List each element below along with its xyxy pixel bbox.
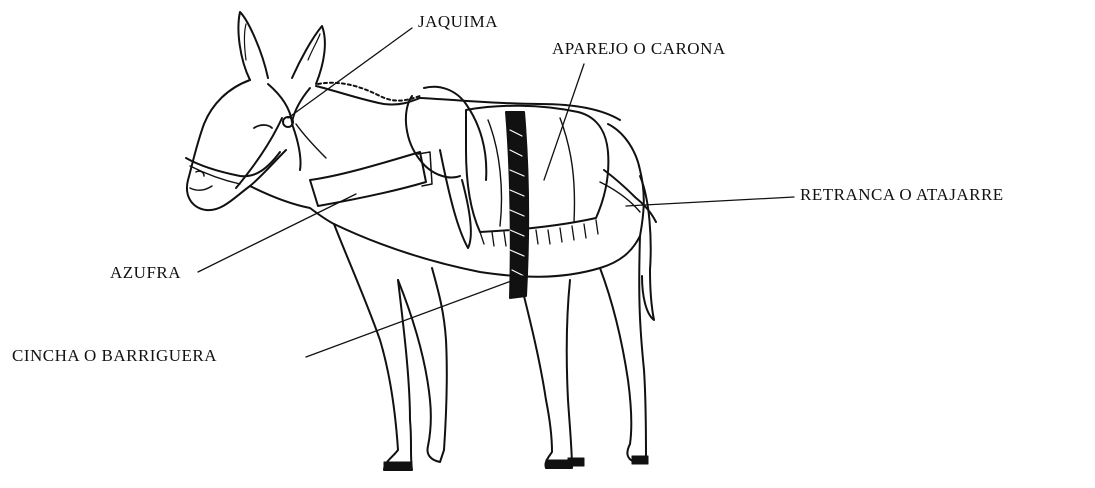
retranca-strap: [603, 169, 657, 223]
leader-cincha: [305, 279, 515, 358]
saddle-top: [423, 85, 488, 181]
azufra-pad: [309, 151, 427, 207]
tail: [639, 175, 655, 321]
right-ear-inner: [307, 33, 321, 61]
eye: [253, 124, 273, 129]
hind-leg-right: [599, 235, 647, 463]
right-ear: [291, 25, 326, 85]
rein-hanging: [439, 149, 472, 249]
halter-nose-band-2: [189, 165, 241, 185]
label-retranca: RETRANCA O ATAJARRE: [800, 185, 1004, 204]
leader-retranca: [625, 196, 795, 207]
front-leg-left: [333, 223, 413, 471]
neck-bottom: [249, 185, 335, 225]
azufra-buckle: [417, 151, 433, 187]
leader-jaquima: [287, 27, 413, 119]
saddle-front-roll: [404, 95, 461, 179]
hoof-1: [383, 461, 413, 471]
head-outline: [186, 79, 287, 212]
cincha-texture: [509, 129, 525, 277]
saddle-fold-1: [487, 119, 503, 227]
front-leg-right: [397, 267, 448, 463]
halter-crown-2: [291, 87, 311, 123]
saddle-pad-main: [465, 104, 610, 233]
label-azufra: AZUFRA: [110, 263, 182, 282]
rump: [607, 123, 645, 237]
hoof-2: [545, 459, 573, 469]
neck-top: [315, 85, 421, 106]
halter-nose-band: [185, 151, 281, 178]
label-cincha: CINCHA O BARRIGUERA: [12, 346, 218, 365]
halter-lead-2: [295, 123, 327, 159]
halter-cheek: [235, 117, 283, 189]
retranca-strap-2: [599, 181, 641, 213]
hind-leg-left: [519, 279, 573, 469]
left-ear: [237, 11, 269, 81]
left-ear-inner: [243, 23, 247, 61]
saddle-fold-2: [559, 117, 576, 223]
saddle-fringe: [479, 219, 599, 247]
leader-aparejo: [543, 63, 585, 181]
back-line: [419, 97, 621, 121]
halter-lead: [291, 123, 302, 171]
belly: [333, 223, 641, 278]
label-jaquima: JAQUIMA: [418, 12, 498, 31]
leader-azufra: [197, 193, 357, 273]
hoof-3: [567, 457, 585, 467]
label-aparejo: APAREJO O CARONA: [552, 39, 726, 58]
halter-ring: [282, 116, 294, 128]
hoof-4: [631, 455, 649, 465]
mouth: [189, 185, 213, 191]
cincha-band: [505, 111, 530, 299]
